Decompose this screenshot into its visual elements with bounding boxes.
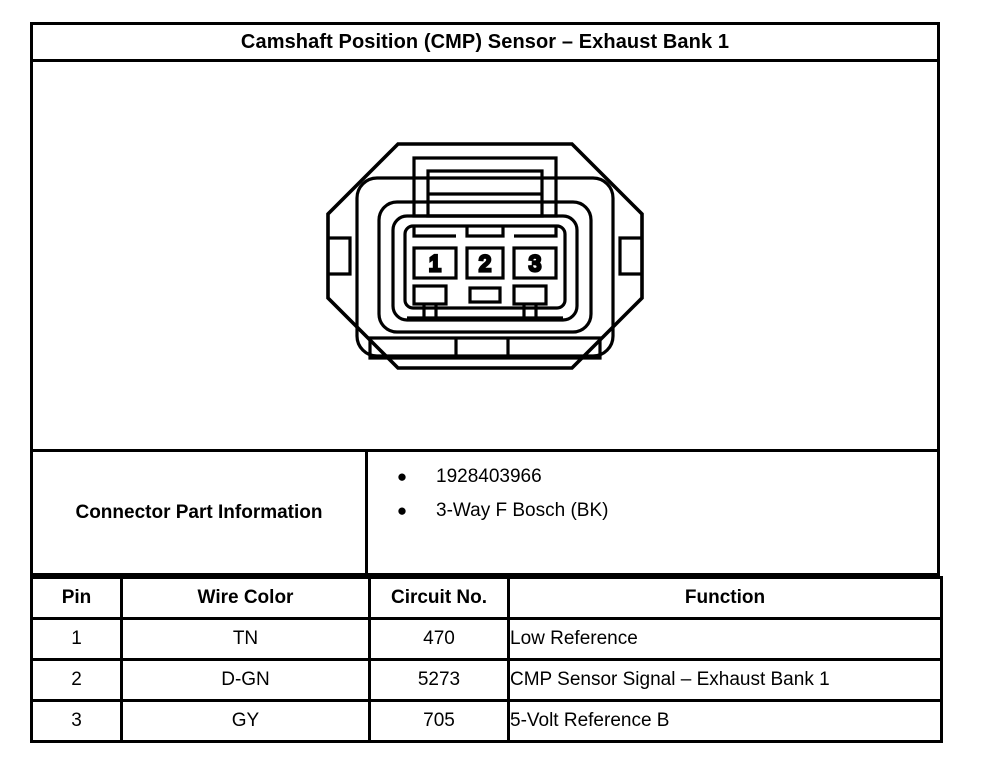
bullet-icon: ● bbox=[396, 501, 408, 520]
cell-wire-color: D-GN bbox=[120, 658, 371, 702]
shell-octagon-outline bbox=[326, 141, 644, 370]
cell-circuit-no: 5273 bbox=[368, 658, 510, 702]
cell-pin: 2 bbox=[30, 658, 123, 702]
keying-notch-right bbox=[514, 225, 558, 238]
terminal-stem-1 bbox=[422, 303, 438, 320]
part-info-values-cell: ● 1928403966 ● 3-Way F Bosch (BK) bbox=[368, 452, 937, 573]
terminal-tab-2 bbox=[468, 285, 502, 304]
part-info-item: ● 3-Way F Bosch (BK) bbox=[368, 500, 937, 534]
part-info-label: Connector Part Information bbox=[75, 501, 323, 523]
part-info-label-cell: Connector Part Information bbox=[33, 452, 368, 573]
cavity-box-1 bbox=[412, 245, 458, 280]
keying-notch-left bbox=[412, 225, 456, 238]
cavity-label-2: 2 bbox=[479, 251, 491, 276]
header-circuit-no: Circuit No. bbox=[368, 576, 510, 620]
cell-function: Low Reference bbox=[507, 617, 943, 661]
right-side-tab bbox=[618, 235, 642, 276]
cavity-box-3 bbox=[512, 245, 558, 280]
connector-illustration: 1 2 3 bbox=[310, 126, 660, 386]
table-row: 3 GY 705 5-Volt Reference B bbox=[30, 699, 943, 743]
part-description-value: 3-Way F Bosch (BK) bbox=[436, 500, 609, 521]
table-header-row: Pin Wire Color Circuit No. Function bbox=[30, 576, 943, 620]
cell-circuit-no: 470 bbox=[368, 617, 510, 661]
connector-part-information-row: Connector Part Information ● 1928403966 … bbox=[30, 452, 940, 576]
cavity-label-3: 3 bbox=[529, 251, 541, 276]
title-bar: Camshaft Position (CMP) Sensor – Exhaust… bbox=[30, 22, 940, 62]
bottom-flange bbox=[368, 335, 602, 360]
connector-diagram-panel: 1 2 3 bbox=[30, 62, 940, 452]
cavity-wall-inner bbox=[403, 223, 567, 310]
cell-function: CMP Sensor Signal – Exhaust Bank 1 bbox=[507, 658, 943, 702]
pin-assignment-table: Pin Wire Color Circuit No. Function 1 TN… bbox=[30, 576, 943, 743]
connector-body-outline bbox=[355, 175, 615, 358]
cavity-box-2 bbox=[465, 245, 505, 280]
cell-circuit-no: 705 bbox=[368, 699, 510, 743]
latch-outer-shape bbox=[412, 155, 558, 218]
terminal-stem-3 bbox=[522, 303, 538, 320]
connector-end-view-sheet: Camshaft Position (CMP) Sensor – Exhaust… bbox=[30, 22, 943, 743]
keying-notch-center bbox=[465, 225, 505, 238]
terminal-tab-3 bbox=[512, 283, 548, 306]
cell-wire-color: GY bbox=[120, 699, 371, 743]
part-info-item: ● 1928403966 bbox=[368, 466, 937, 500]
cell-pin: 3 bbox=[30, 699, 123, 743]
table-row: 1 TN 470 Low Reference bbox=[30, 617, 943, 661]
header-pin: Pin bbox=[30, 576, 123, 620]
table-row: 2 D-GN 5273 CMP Sensor Signal – Exhaust … bbox=[30, 658, 943, 702]
cell-function: 5-Volt Reference B bbox=[507, 699, 943, 743]
left-side-tab bbox=[328, 235, 352, 276]
header-function: Function bbox=[507, 576, 943, 620]
cavity-wall-middle bbox=[391, 213, 579, 322]
header-wire-color: Wire Color bbox=[120, 576, 371, 620]
connector-drawing: 1 2 3 bbox=[326, 141, 644, 370]
cavity-label-1: 1 bbox=[429, 251, 441, 276]
part-number-value: 1928403966 bbox=[436, 466, 542, 487]
bullet-icon: ● bbox=[396, 467, 408, 486]
cell-wire-color: TN bbox=[120, 617, 371, 661]
terminal-tab-1 bbox=[412, 283, 448, 306]
cell-pin: 1 bbox=[30, 617, 123, 661]
page-title: Camshaft Position (CMP) Sensor – Exhaust… bbox=[240, 30, 730, 53]
cavity-wall-outer bbox=[377, 199, 593, 334]
